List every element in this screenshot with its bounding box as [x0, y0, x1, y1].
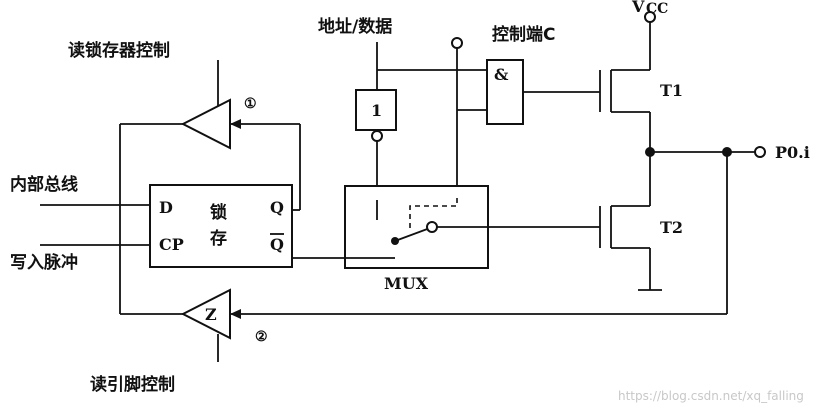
label-write-pulse: 写入脉冲: [10, 252, 78, 273]
buffer-read-latch: [120, 60, 301, 211]
latch-box: D CP Q Q 锁 存: [149, 184, 293, 268]
vcc-terminal: [644, 11, 656, 23]
buffer-read-pin: Z: [120, 288, 727, 362]
and-gate-label: &: [494, 65, 509, 84]
label-read-pin-control: 读引脚控制: [90, 374, 175, 395]
label-p0i: P0.i: [775, 143, 810, 162]
p0i-terminal: [754, 146, 766, 158]
latch-qbar-label: Q: [270, 235, 284, 254]
buffer-z-label: Z: [205, 305, 217, 324]
label-internal-bus: 内部总线: [10, 174, 78, 195]
label-vcc-v: V: [631, 0, 645, 16]
latch-word-2: 存: [210, 228, 227, 249]
latch-word-1: 锁: [210, 202, 227, 223]
transistor-t1: [599, 22, 651, 152]
and-gate: &: [486, 59, 524, 125]
label-mux: MUX: [384, 274, 429, 293]
watermark: https://blog.csdn.net/xq_falling: [618, 389, 804, 403]
label-vcc-cc: CC: [646, 1, 668, 17]
not-gate: 1: [355, 89, 397, 142]
node-output-left: [645, 147, 655, 157]
transistor-t2: [599, 152, 662, 291]
label-t1: T1: [660, 81, 683, 100]
latch-q-label: Q: [270, 198, 284, 217]
not-gate-label: 1: [371, 101, 382, 120]
label-address-data: 地址/数据: [318, 16, 392, 37]
control-c-terminal: [451, 37, 463, 49]
latch-d-label: D: [159, 198, 173, 217]
label-control-c: 控制端C: [492, 24, 555, 45]
label-t2: T2: [660, 218, 683, 237]
label-circle-1: ①: [244, 96, 257, 112]
latch-cp-label: CP: [159, 235, 184, 254]
label-read-latch-control: 读锁存器控制: [68, 40, 170, 61]
label-circle-2: ②: [255, 329, 268, 345]
